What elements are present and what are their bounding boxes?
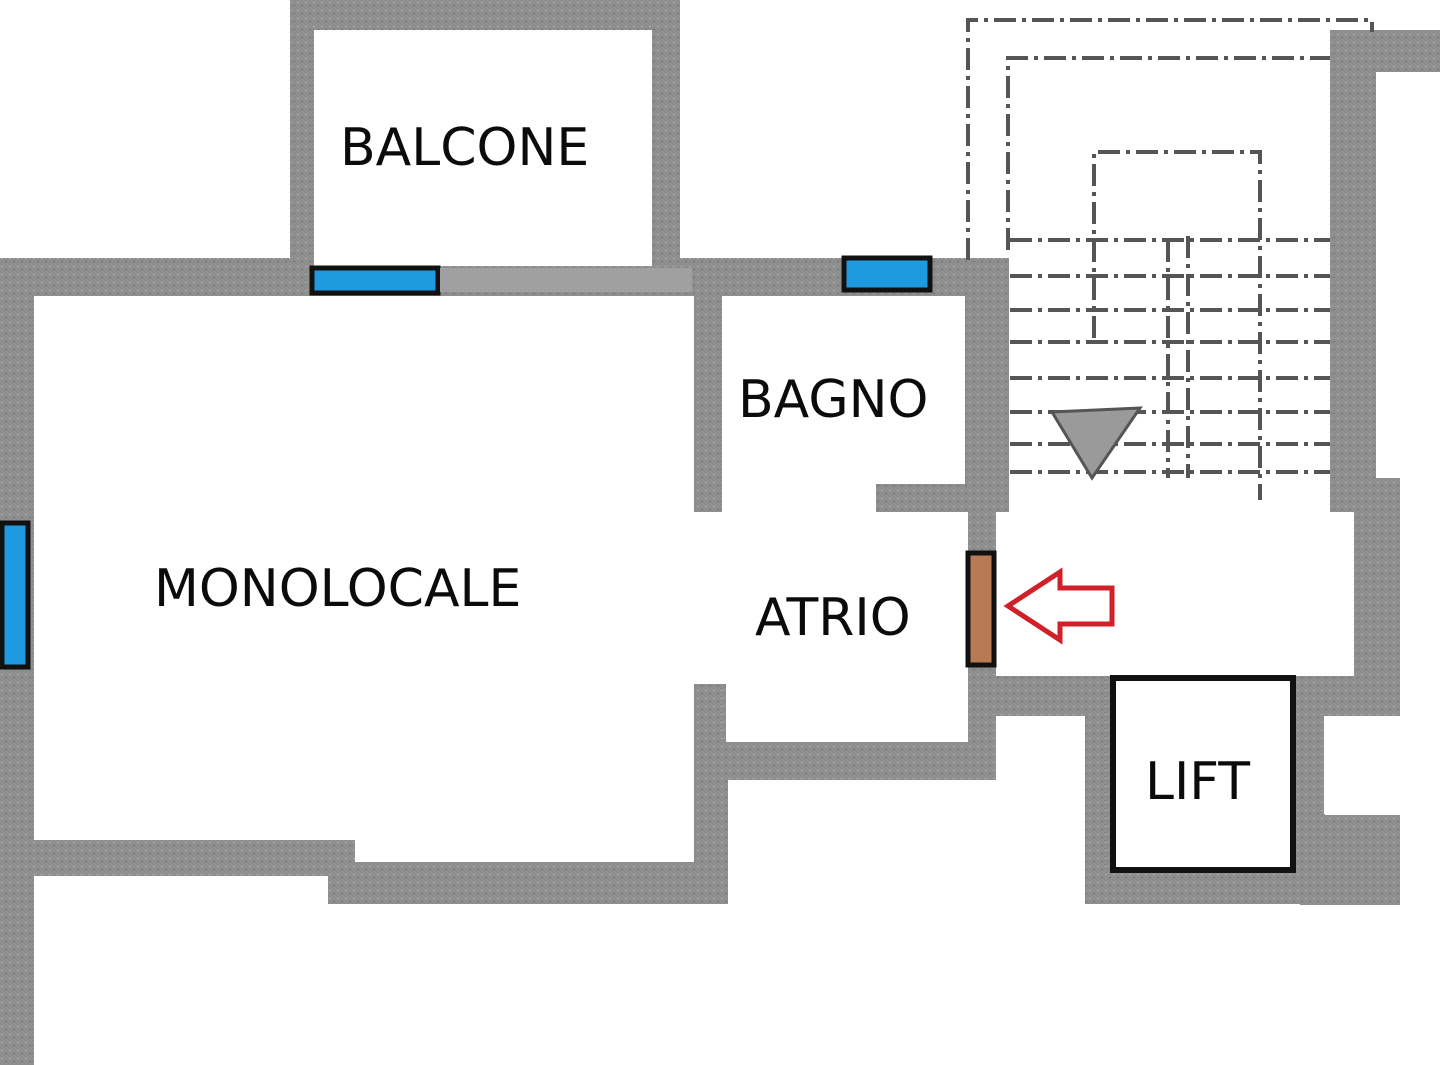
bagno-south-stub xyxy=(876,484,1006,512)
stair-direction-marker xyxy=(1049,406,1143,481)
room-label-balcone: BALCONE xyxy=(340,118,590,178)
landing-east-top xyxy=(1330,30,1440,72)
lift-east-column xyxy=(1296,676,1324,904)
bathroom-window xyxy=(841,255,933,293)
room-label-atrio: ATRIO xyxy=(755,588,911,648)
entrance-arrow-icon xyxy=(1003,567,1115,645)
room-label-monolocale: MONOLOCALE xyxy=(154,559,522,619)
room-label-bagno: BAGNO xyxy=(738,370,929,430)
partition-upper xyxy=(694,290,722,512)
room-label-lift: LIFT xyxy=(1145,752,1251,812)
bagno-east-wall xyxy=(965,258,1009,514)
staircase xyxy=(966,18,1374,500)
landing-east-wall xyxy=(1330,30,1376,520)
room-fills xyxy=(34,30,1424,840)
lift-car xyxy=(1110,675,1296,873)
balcony-wall-top xyxy=(290,0,680,30)
west-window xyxy=(0,520,31,670)
entrance-door xyxy=(965,550,997,668)
atrio-south-wall xyxy=(726,742,996,780)
balcony-wall-right xyxy=(652,0,680,270)
balcony-door-window xyxy=(309,265,441,296)
balcony-wall-left xyxy=(290,0,314,270)
balcony-threshold xyxy=(440,268,692,292)
landing-east-wall-lower xyxy=(1354,478,1400,700)
